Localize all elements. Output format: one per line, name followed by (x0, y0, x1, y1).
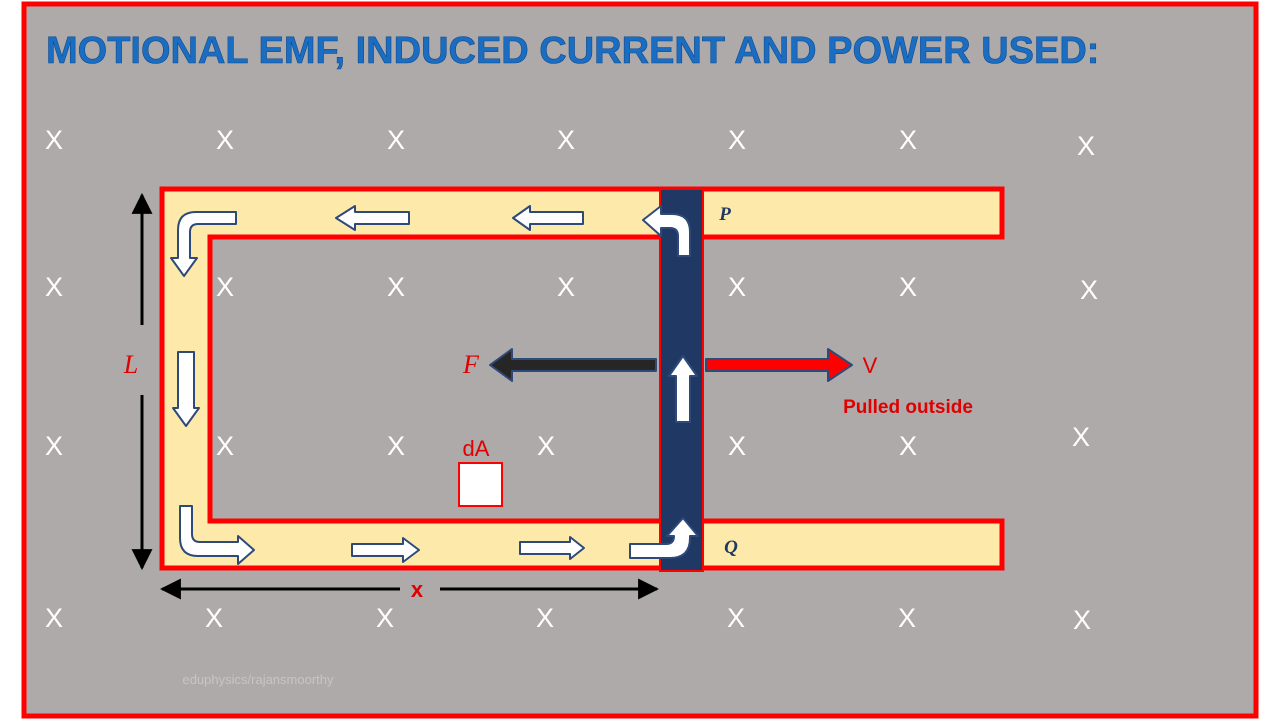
field-marker: X (1072, 422, 1090, 452)
rod-end-q-label: Q (724, 537, 738, 558)
length-label: L (123, 350, 138, 379)
field-marker: X (728, 431, 746, 461)
distance-label: x (411, 577, 424, 602)
field-marker: X (45, 272, 63, 302)
current-arrow-corner-bottom-left (179, 505, 255, 565)
field-marker: X (376, 603, 394, 633)
field-marker: X (1077, 131, 1095, 161)
field-marker: X (557, 125, 575, 155)
current-arrow-bottom-1 (351, 537, 420, 563)
current-arrow-left-side (172, 351, 200, 427)
pulled-outside-label: Pulled outside (843, 397, 973, 418)
field-marker: X (537, 431, 555, 461)
field-marker: X (45, 603, 63, 633)
current-arrow-corner-rod-bottom (629, 517, 699, 559)
field-marker: X (1080, 275, 1098, 305)
force-label: F (462, 350, 480, 379)
area-element-label: dA (463, 436, 490, 461)
current-arrow-corner-top-left (170, 211, 237, 277)
field-marker: X (557, 272, 575, 302)
field-marker: X (728, 272, 746, 302)
page-title: MOTIONAL EMF, INDUCED CURRENT AND POWER … (46, 30, 1099, 72)
field-marker: X (387, 125, 405, 155)
current-arrow-rod-middle (668, 355, 698, 423)
rail-frame (159, 186, 1005, 571)
field-marker: X (1073, 605, 1091, 635)
field-marker: X (216, 272, 234, 302)
current-arrow-top-left (335, 205, 410, 231)
field-marker: X (216, 125, 234, 155)
field-marker: X (536, 603, 554, 633)
field-marker: X (899, 125, 917, 155)
current-arrow-corner-rod-top (642, 205, 691, 257)
field-marker: X (727, 603, 745, 633)
field-marker: X (45, 431, 63, 461)
field-marker: X (898, 603, 916, 633)
current-arrows (170, 205, 699, 565)
current-arrow-bottom-2 (519, 536, 585, 560)
field-marker: X (387, 431, 405, 461)
field-marker: X (205, 603, 223, 633)
field-marker: X (387, 272, 405, 302)
velocity-label: V (863, 353, 878, 378)
rod-end-p-label: P (718, 204, 731, 225)
field-marker: X (45, 125, 63, 155)
velocity-arrow (705, 348, 853, 382)
force-arrow (489, 348, 657, 382)
field-markers: X X X X X X X X X X X X X X X X X X X X X X X X X X X X (45, 125, 1098, 635)
area-element-square (458, 462, 503, 507)
field-marker: X (899, 272, 917, 302)
watermark: eduphysics/rajansmoorthy (182, 672, 334, 687)
field-marker: X (899, 431, 917, 461)
current-arrow-top-right (512, 205, 584, 231)
field-marker: X (216, 431, 234, 461)
field-marker: X (728, 125, 746, 155)
